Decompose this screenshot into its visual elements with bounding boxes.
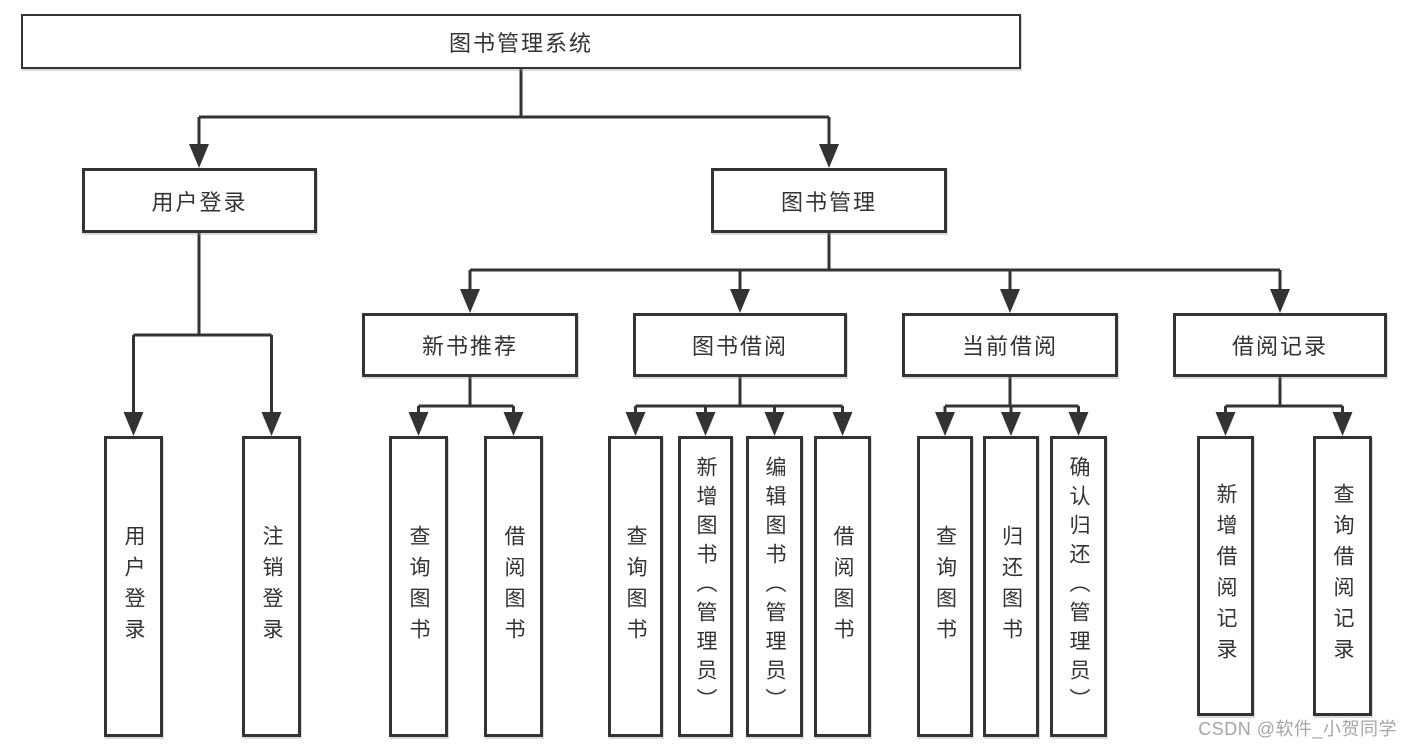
leaf-borrow-query-book: 查询图书 <box>608 436 663 737</box>
leaf-borrow-book-label: 借阅图书 <box>831 524 854 649</box>
leaf-borrow-book: 借阅图书 <box>814 436 871 737</box>
arrowhead-group <box>123 144 1353 436</box>
leaf-newbook-borrow-book-label: 借阅图书 <box>502 524 525 649</box>
leaf-add-book-admin-label: 新增图书（管理员） <box>694 456 717 717</box>
node-book-management: 图书管理 <box>711 168 947 233</box>
node-new-book-recommend-label: 新书推荐 <box>421 334 518 359</box>
leaf-current-query-book: 查询图书 <box>917 436 973 737</box>
node-borrow-record-label: 借阅记录 <box>1231 334 1328 359</box>
leaf-newbook-query-book: 查询图书 <box>389 436 448 737</box>
leaf-edit-book-admin-label: 编辑图书（管理员） <box>763 456 786 717</box>
leaf-current-query-book-label: 查询图书 <box>933 524 957 649</box>
leaf-add-book-admin: 新增图书（管理员） <box>678 436 733 737</box>
node-user-login: 用户登录 <box>82 168 317 233</box>
node-borrow-record: 借阅记录 <box>1173 313 1387 377</box>
watermark: CSDN @软件_小贺同学 <box>1198 719 1397 739</box>
leaf-edit-book-admin: 编辑图书（管理员） <box>746 436 803 737</box>
node-current-borrow-label: 当前借阅 <box>961 334 1058 359</box>
leaf-confirm-return-admin-label: 确认归还（管理员） <box>1067 456 1090 717</box>
leaf-newbook-borrow-book: 借阅图书 <box>484 436 543 737</box>
leaf-user-login: 用户登录 <box>104 436 163 737</box>
node-user-login-label: 用户登录 <box>151 189 248 215</box>
leaf-query-borrow-record-label: 查询借阅记录 <box>1331 483 1354 669</box>
leaf-return-book-label: 归还图书 <box>999 524 1023 649</box>
node-root: 图书管理系统 <box>21 14 1021 69</box>
node-new-book-recommend: 新书推荐 <box>362 313 578 377</box>
node-book-management-label: 图书管理 <box>780 189 877 215</box>
node-book-borrow-label: 图书借阅 <box>691 334 788 359</box>
node-book-borrow: 图书借阅 <box>633 313 847 377</box>
leaf-add-borrow-record-label: 新增借阅记录 <box>1214 483 1237 669</box>
leaf-user-login-label: 用户登录 <box>122 524 145 649</box>
node-root-label: 图书管理系统 <box>448 30 593 56</box>
leaf-return-book: 归还图书 <box>983 436 1039 737</box>
node-current-borrow: 当前借阅 <box>902 313 1118 377</box>
leaf-logout: 注销登录 <box>242 436 301 737</box>
leaf-newbook-query-book-label: 查询图书 <box>407 524 430 649</box>
leaf-logout-label: 注销登录 <box>260 524 283 649</box>
leaf-add-borrow-record: 新增借阅记录 <box>1197 436 1254 716</box>
leaf-query-borrow-record: 查询借阅记录 <box>1313 436 1372 716</box>
leaf-borrow-query-book-label: 查询图书 <box>624 524 647 649</box>
leaf-confirm-return-admin: 确认归还（管理员） <box>1050 436 1107 737</box>
